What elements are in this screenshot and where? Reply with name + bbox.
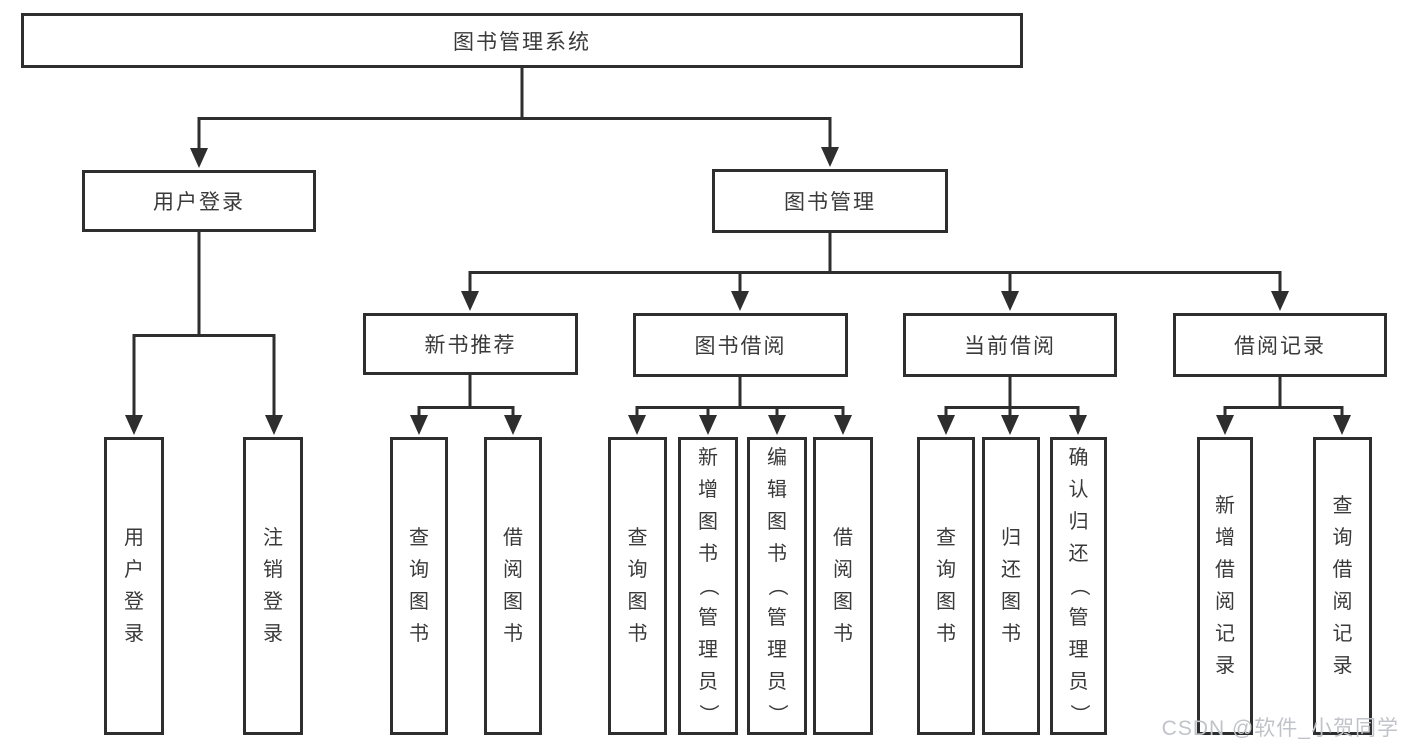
node-book-management: 图书管理 (712, 169, 948, 233)
leaf-return-book: 归还图书 (982, 437, 1040, 735)
leaf-user-login-label: 用户登录 (124, 527, 144, 645)
csdn-watermark: CSDN @软件_小贺同学 (1161, 717, 1399, 740)
node-current-borrow: 当前借阅 (903, 313, 1117, 377)
node-book-management-label: 图书管理 (784, 191, 876, 214)
node-book-borrow-label: 图书借阅 (694, 335, 787, 358)
leaf-add-book-admin: 新增图书（管理员） (678, 437, 738, 735)
leaf-query-book-recommend: 查询图书 (390, 437, 448, 735)
node-user-login-label: 用户登录 (153, 191, 245, 214)
node-current-borrow-label: 当前借阅 (964, 335, 1056, 358)
leaf-borrow-book: 借阅图书 (813, 437, 873, 735)
leaf-add-borrow-record-label: 新增借阅记录 (1215, 495, 1235, 677)
leaf-query-book-recommend-label: 查询图书 (409, 527, 429, 645)
node-new-book-recommend: 新书推荐 (363, 313, 578, 375)
leaf-edit-book-admin: 编辑图书（管理员） (747, 437, 807, 735)
leaf-query-borrow-record-label: 查询借阅记录 (1332, 495, 1353, 677)
node-user-login: 用户登录 (82, 170, 316, 232)
leaf-query-book-current: 查询图书 (917, 437, 975, 735)
leaf-borrow-book-label: 借阅图书 (833, 527, 853, 645)
leaf-confirm-return-admin: 确认归还（管理员） (1050, 437, 1107, 735)
node-borrow-records: 借阅记录 (1173, 313, 1387, 377)
leaf-user-login: 用户登录 (104, 437, 164, 735)
leaf-borrow-book-recommend: 借阅图书 (484, 437, 542, 735)
node-borrow-records-label: 借阅记录 (1234, 335, 1326, 358)
leaf-query-book-current-label: 查询图书 (936, 527, 956, 645)
leaf-add-borrow-record: 新增借阅记录 (1197, 437, 1253, 735)
leaf-query-book-borrow: 查询图书 (608, 437, 667, 735)
node-library-system-label: 图书管理系统 (453, 30, 591, 54)
leaf-add-book-admin-label: 新增图书（管理员） (697, 447, 719, 724)
leaf-logout-label: 注销登录 (263, 527, 283, 645)
leaf-query-borrow-record: 查询借阅记录 (1313, 437, 1372, 735)
leaf-edit-book-admin-label: 编辑图书（管理员） (766, 447, 788, 724)
node-book-borrow: 图书借阅 (633, 313, 848, 377)
leaf-borrow-book-recommend-label: 借阅图书 (503, 527, 523, 645)
node-library-system: 图书管理系统 (21, 13, 1023, 68)
leaf-confirm-return-admin-label: 确认归还（管理员） (1067, 447, 1090, 724)
leaf-query-book-borrow-label: 查询图书 (627, 527, 648, 645)
leaf-logout: 注销登录 (243, 437, 303, 735)
leaf-return-book-label: 归还图书 (1001, 527, 1021, 645)
node-new-book-recommend-label: 新书推荐 (424, 334, 517, 357)
